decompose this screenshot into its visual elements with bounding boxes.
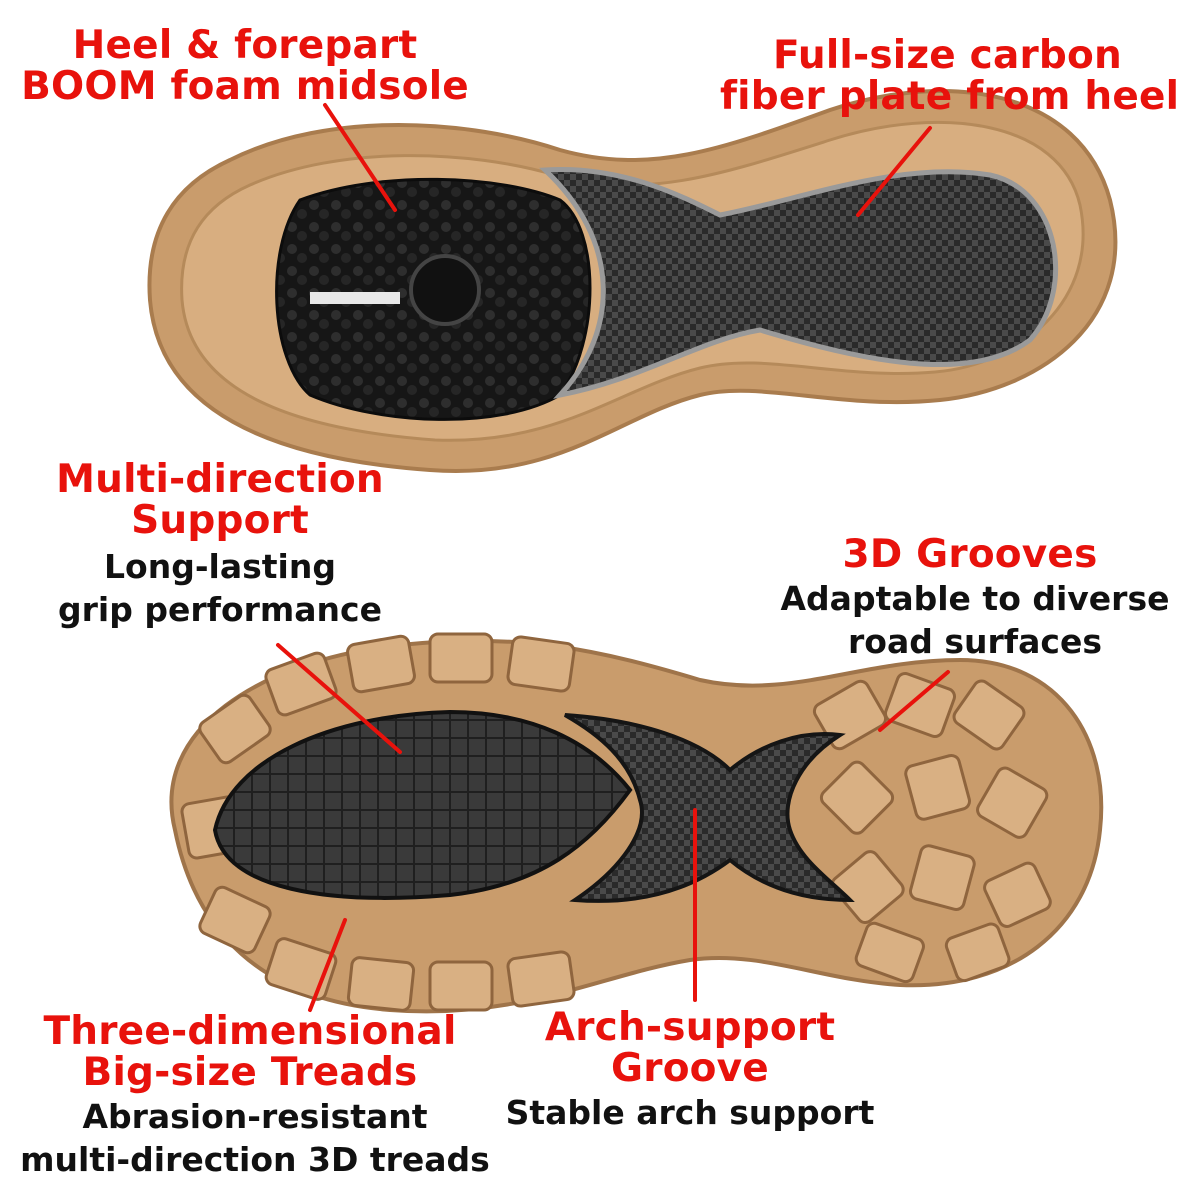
callout-pointers: [276, 103, 950, 1012]
carbon-plate-top: [539, 166, 1059, 399]
heel-cushion-pod: [409, 254, 481, 326]
midsole-top-view: [147, 89, 1118, 473]
label-arch-groove-title: Arch-support Groove: [544, 1005, 836, 1091]
pointer-carbon-plate: [856, 126, 932, 217]
reflective-tab: [310, 292, 400, 304]
arch-carbon-shank: [564, 713, 855, 903]
label-treads-desc: Abrasion-resistant multi-direction 3D tr…: [20, 1097, 490, 1179]
label-3d-grooves-title: 3D Grooves: [842, 532, 1098, 577]
pointer-3d-grooves: [878, 670, 950, 732]
label-heel-foam-title: Heel & forepart BOOM foam midsole: [21, 23, 469, 109]
label-carbon-plate-title: Full-size carbon fiber plate from heel: [720, 33, 1180, 119]
pointer-multi-direction: [276, 643, 402, 754]
label-3d-grooves-desc: Adaptable to diverse road surfaces: [780, 579, 1170, 661]
label-treads-title: Three-dimensional Big-size Treads: [43, 1009, 457, 1095]
pointer-treads: [308, 918, 347, 1012]
pointer-heel-foam: [323, 103, 397, 212]
label-multi-direction-desc: Long-lasting grip performance: [58, 547, 382, 629]
label-arch-groove-desc: Stable arch support: [505, 1093, 875, 1132]
forefoot-rubber-pad: [212, 709, 633, 900]
outsole-bottom-view: [169, 632, 1104, 1014]
tread-lugs: [180, 632, 1052, 1012]
label-multi-direction-title: Multi-direction Support: [56, 457, 384, 543]
